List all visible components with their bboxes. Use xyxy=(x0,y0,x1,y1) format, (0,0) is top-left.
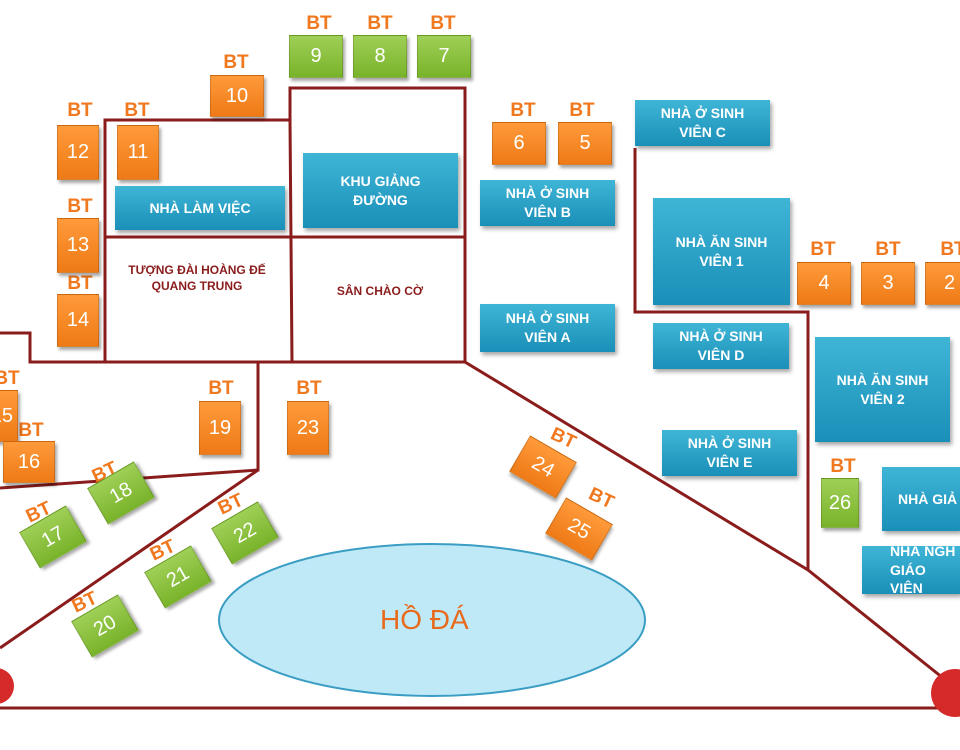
bt-number: 26 xyxy=(828,491,852,514)
bt-number: 18 xyxy=(105,477,136,508)
office-building[interactable]: NHÀ LÀM VIỆC xyxy=(115,186,285,230)
dorm-d[interactable]: NHÀ Ở SINH VIÊN D xyxy=(653,323,789,369)
flag-yard-label: SÂN CHÀO CỜ xyxy=(336,284,424,298)
bt-number: 12 xyxy=(66,141,90,163)
lake-left-boundary xyxy=(0,468,259,650)
dorm-c[interactable]: NHÀ Ở SINH VIÊN C xyxy=(635,100,770,146)
bt-number: 3 xyxy=(882,272,894,294)
bt-box-12[interactable]: 12 xyxy=(57,125,99,180)
lake-label: HỒ ĐÁ xyxy=(380,604,469,635)
bt-number: 9 xyxy=(310,45,322,67)
bt-label-23: BT xyxy=(296,378,322,399)
bt-label-26: BT xyxy=(830,456,856,477)
bt-number: 8 xyxy=(374,45,386,67)
bt-box-9[interactable]: 9 xyxy=(289,35,343,78)
bt-number: 14 xyxy=(66,309,90,331)
bt-number: 11 xyxy=(127,141,149,163)
bt-label-9: BT xyxy=(306,13,332,34)
bt-number: 5 xyxy=(579,132,591,154)
bt-box-16[interactable]: 16 xyxy=(3,441,55,483)
bt-label-8: BT xyxy=(367,13,393,34)
bt-number: 13 xyxy=(66,234,90,256)
bt-number: 4 xyxy=(818,272,830,294)
bt-label-2: BT xyxy=(940,239,960,260)
bt-box-19[interactable]: 19 xyxy=(199,401,241,455)
bt-number: 23 xyxy=(296,416,320,439)
bt-label-14: BT xyxy=(67,273,93,294)
dorm-zone-boundary xyxy=(633,148,810,570)
bt-number: 10 xyxy=(225,84,249,107)
statue-zone-label: TƯỢNG ĐÀI HOÀNG ĐẾ QUANG TRUNG xyxy=(128,263,266,293)
marker-right xyxy=(931,669,960,717)
bt-label-6: BT xyxy=(510,100,536,121)
bt-label-4: BT xyxy=(810,239,836,260)
bt-box-5[interactable]: 5 xyxy=(558,122,612,165)
bt-label-3: BT xyxy=(875,239,901,260)
bt-number: 16 xyxy=(17,450,41,473)
bt-box-7[interactable]: 7 xyxy=(417,35,471,78)
bt-number: 15 xyxy=(0,404,13,427)
lake-shape xyxy=(218,543,646,697)
dorm-a[interactable]: NHÀ Ở SINH VIÊN A xyxy=(480,304,615,352)
teacher-rest-house[interactable]: NHÀ NGH GIÁO VIÊN xyxy=(862,546,960,594)
bt-number: 17 xyxy=(37,521,68,552)
bt-label-11: BT xyxy=(124,100,150,121)
bt-number: 19 xyxy=(208,416,232,439)
bt-label-7: BT xyxy=(430,13,456,34)
bt-box-14[interactable]: 14 xyxy=(57,294,99,347)
zone-divider-vertical xyxy=(288,119,294,363)
canteen-2[interactable]: NHÀ ĂN SINH VIÊN 2 xyxy=(815,337,950,442)
bt-number: 20 xyxy=(89,610,120,641)
bt-label-10: BT xyxy=(223,52,249,73)
bt-label-5: BT xyxy=(569,100,595,121)
bt-label-15: BT xyxy=(0,368,20,389)
bt-label-12: BT xyxy=(67,100,93,121)
bt-box-8[interactable]: 8 xyxy=(353,35,407,78)
dorm-e[interactable]: NHÀ Ở SINH VIÊN E xyxy=(662,430,797,476)
bt-label-16: BT xyxy=(18,420,44,441)
marker-left xyxy=(0,668,14,704)
bt-number: 24 xyxy=(528,451,559,482)
bt-box-23[interactable]: 23 xyxy=(287,401,329,455)
bt-label-19: BT xyxy=(208,378,234,399)
bt-box-6[interactable]: 6 xyxy=(492,122,546,165)
bt-number: 25 xyxy=(564,513,595,544)
bt-box-13[interactable]: 13 xyxy=(57,218,99,273)
bt-number: 2 xyxy=(944,272,956,294)
lecture-hall[interactable]: KHU GIẢNG ĐƯỜNG xyxy=(303,153,458,228)
bt-box-2[interactable]: 2 xyxy=(925,262,960,305)
bt-box-10[interactable]: 10 xyxy=(210,75,264,117)
bt-box-3[interactable]: 3 xyxy=(861,262,915,305)
bt-box-4[interactable]: 4 xyxy=(797,262,851,305)
bt-label-13: BT xyxy=(67,196,93,217)
bt-number: 7 xyxy=(438,45,450,67)
canteen-1[interactable]: NHÀ ĂN SINH VIÊN 1 xyxy=(653,198,790,305)
bt-number: 21 xyxy=(162,561,193,592)
bt-number: 6 xyxy=(513,132,525,154)
teacher-hall[interactable]: NHÀ GIẢ xyxy=(882,467,960,531)
bt-box-11[interactable]: 11 xyxy=(117,125,159,180)
bt-number: 22 xyxy=(229,517,260,548)
dorm-b[interactable]: NHÀ Ở SINH VIÊN B xyxy=(480,180,615,226)
bt-box-15[interactable]: 15 xyxy=(0,390,18,442)
bt-box-26[interactable]: 26 xyxy=(821,478,859,528)
